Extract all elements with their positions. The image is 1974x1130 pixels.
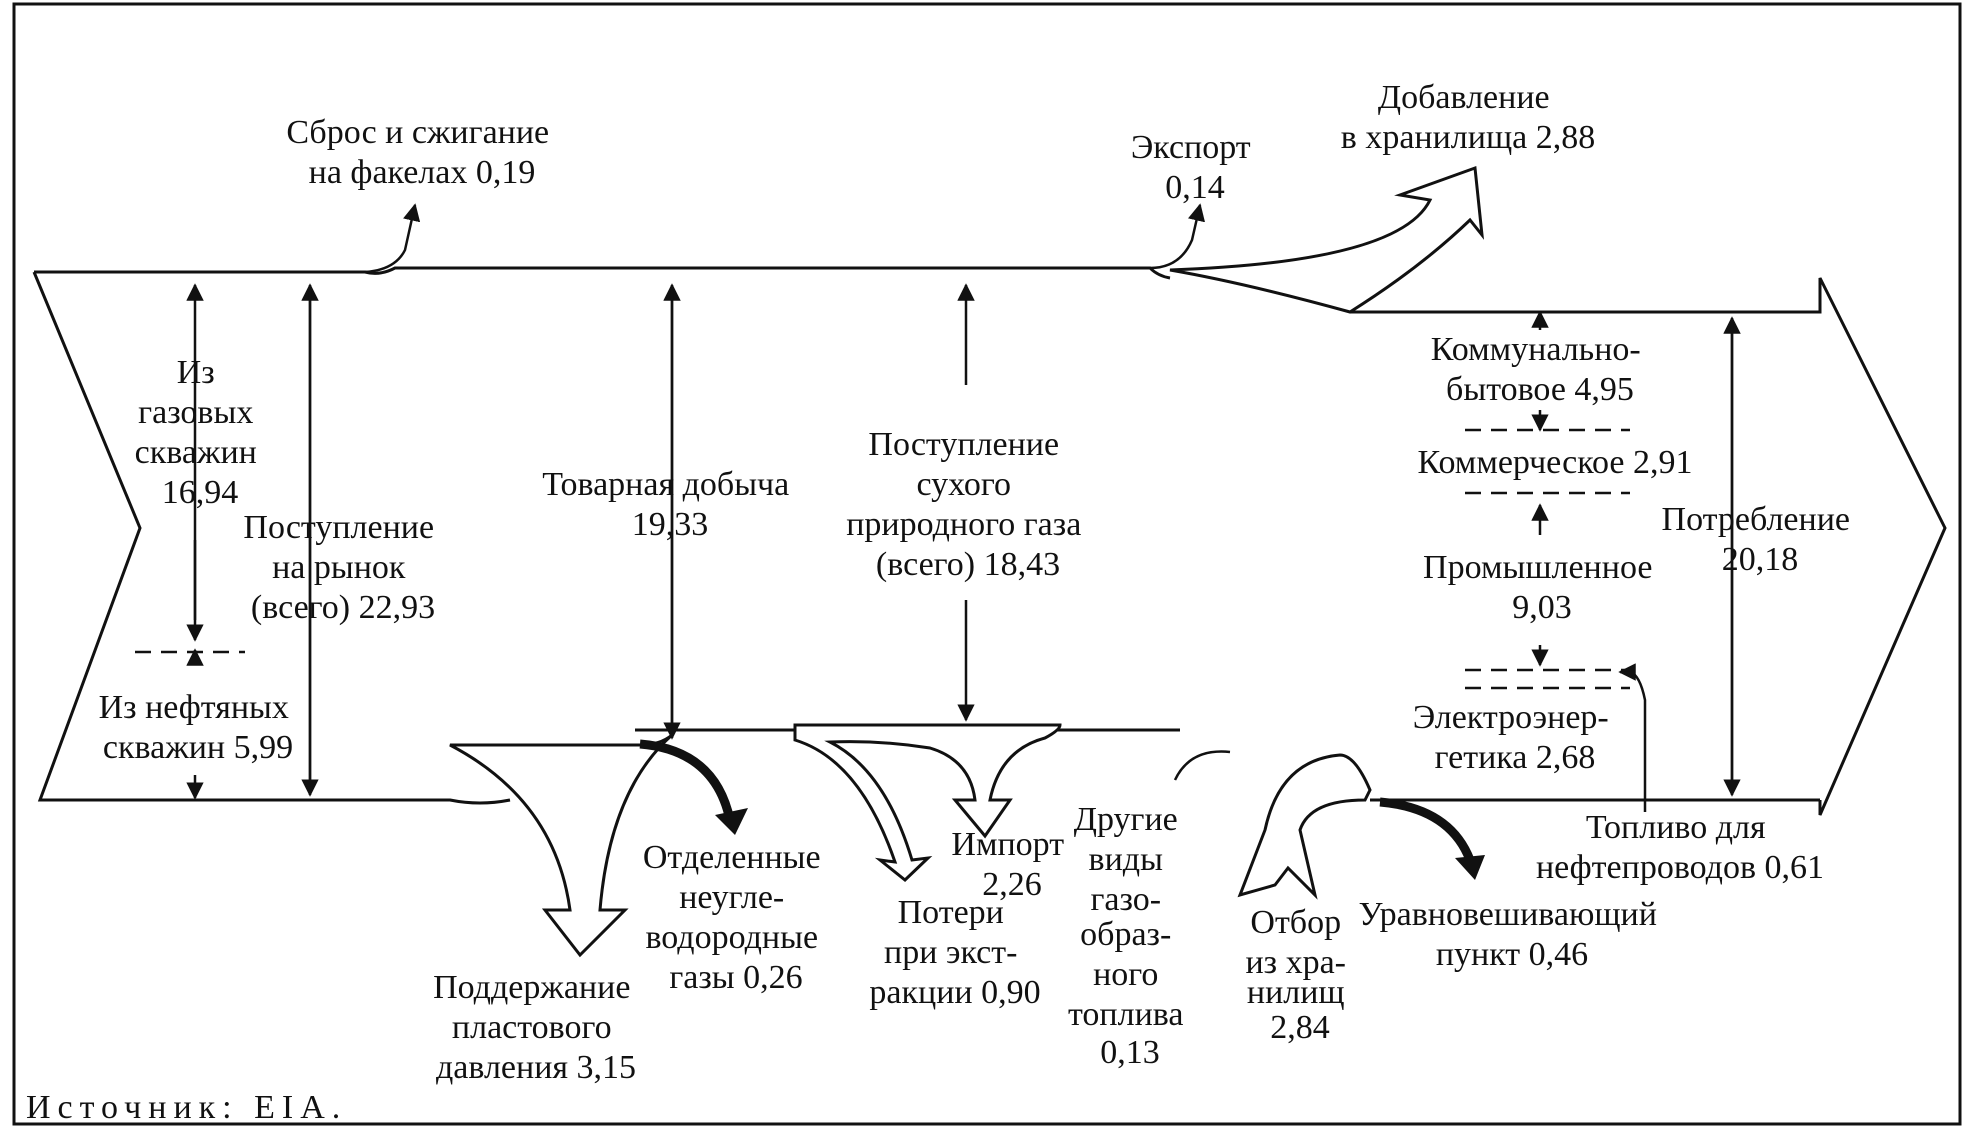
- extraction-loss-arrow: [793, 723, 1062, 882]
- label-dry-gas-supply: Поступление сухого природного газа (всег…: [846, 426, 1090, 583]
- figure-frame: [12, 2, 1962, 1126]
- vertical-arrows: [186, 283, 1741, 800]
- label-oil-wells: Из нефтяных скважин 5,99: [99, 689, 298, 766]
- export-arrow: [1149, 203, 1206, 270]
- label-imports: Импорт 2,26: [951, 826, 1072, 903]
- label-industrial: Промышленное 9,03: [1423, 549, 1661, 626]
- label-pipeline-fuel: Топливо для нефтепроводов 0,61: [1536, 809, 1824, 886]
- storage-withdrawal-arrow: [1237, 753, 1372, 900]
- label-consumption: Потребление 20,18: [1662, 501, 1859, 578]
- label-residential: Коммунально- бытовое 4,95: [1431, 331, 1649, 408]
- label-repressuring: Поддержание пластового давления 3,15: [433, 969, 639, 1086]
- label-flaring: Сброс и сжигание на факелах 0,19: [286, 114, 557, 191]
- label-extraction-loss: Потери при экст- ракции 0,90: [869, 894, 1040, 1011]
- label-market-supply: Поступление на рынок (всего) 22,93: [243, 509, 442, 626]
- repressuring-arrow: [449, 733, 673, 958]
- label-marketed-production: Товарная добыча 19,33: [542, 466, 797, 543]
- label-balancing-item: Уравновешивающий пункт 0,46: [1359, 896, 1666, 973]
- label-commercial: Коммерческое 2,91: [1417, 444, 1692, 481]
- storage-addition-arrow: [1169, 165, 1485, 314]
- label-storage-withdrawal: Отбор из хра- нилищ 2,84: [1245, 904, 1354, 1046]
- balancing-item-arrow: [1379, 797, 1475, 862]
- label-electric-power: Электроэнер- гетика 2,68: [1413, 699, 1618, 776]
- main-flow-band: [32, 266, 1947, 816]
- label-other-gases: Другие виды газо- образ- ного топлива 0,…: [1068, 801, 1192, 1071]
- flaring-arrow: [364, 203, 421, 274]
- label-export: Экспорт 0,14: [1131, 129, 1259, 206]
- label-gas-wells: Из газовых скважин 16,94: [135, 354, 266, 511]
- other-gases-arrow: [1173, 750, 1231, 781]
- label-storage-addition: Добавление в хранилища 2,88: [1341, 79, 1595, 156]
- nonhydrocarbon-gases-arrow: [639, 739, 735, 821]
- pipeline-fuel-arrow: [1618, 663, 1647, 812]
- dashed-separators: [135, 428, 1630, 690]
- source-note: Источник: EIA.: [26, 1089, 347, 1126]
- label-nonhydrocarbon: Отделенные неугле- водородные газы 0,26: [643, 839, 829, 996]
